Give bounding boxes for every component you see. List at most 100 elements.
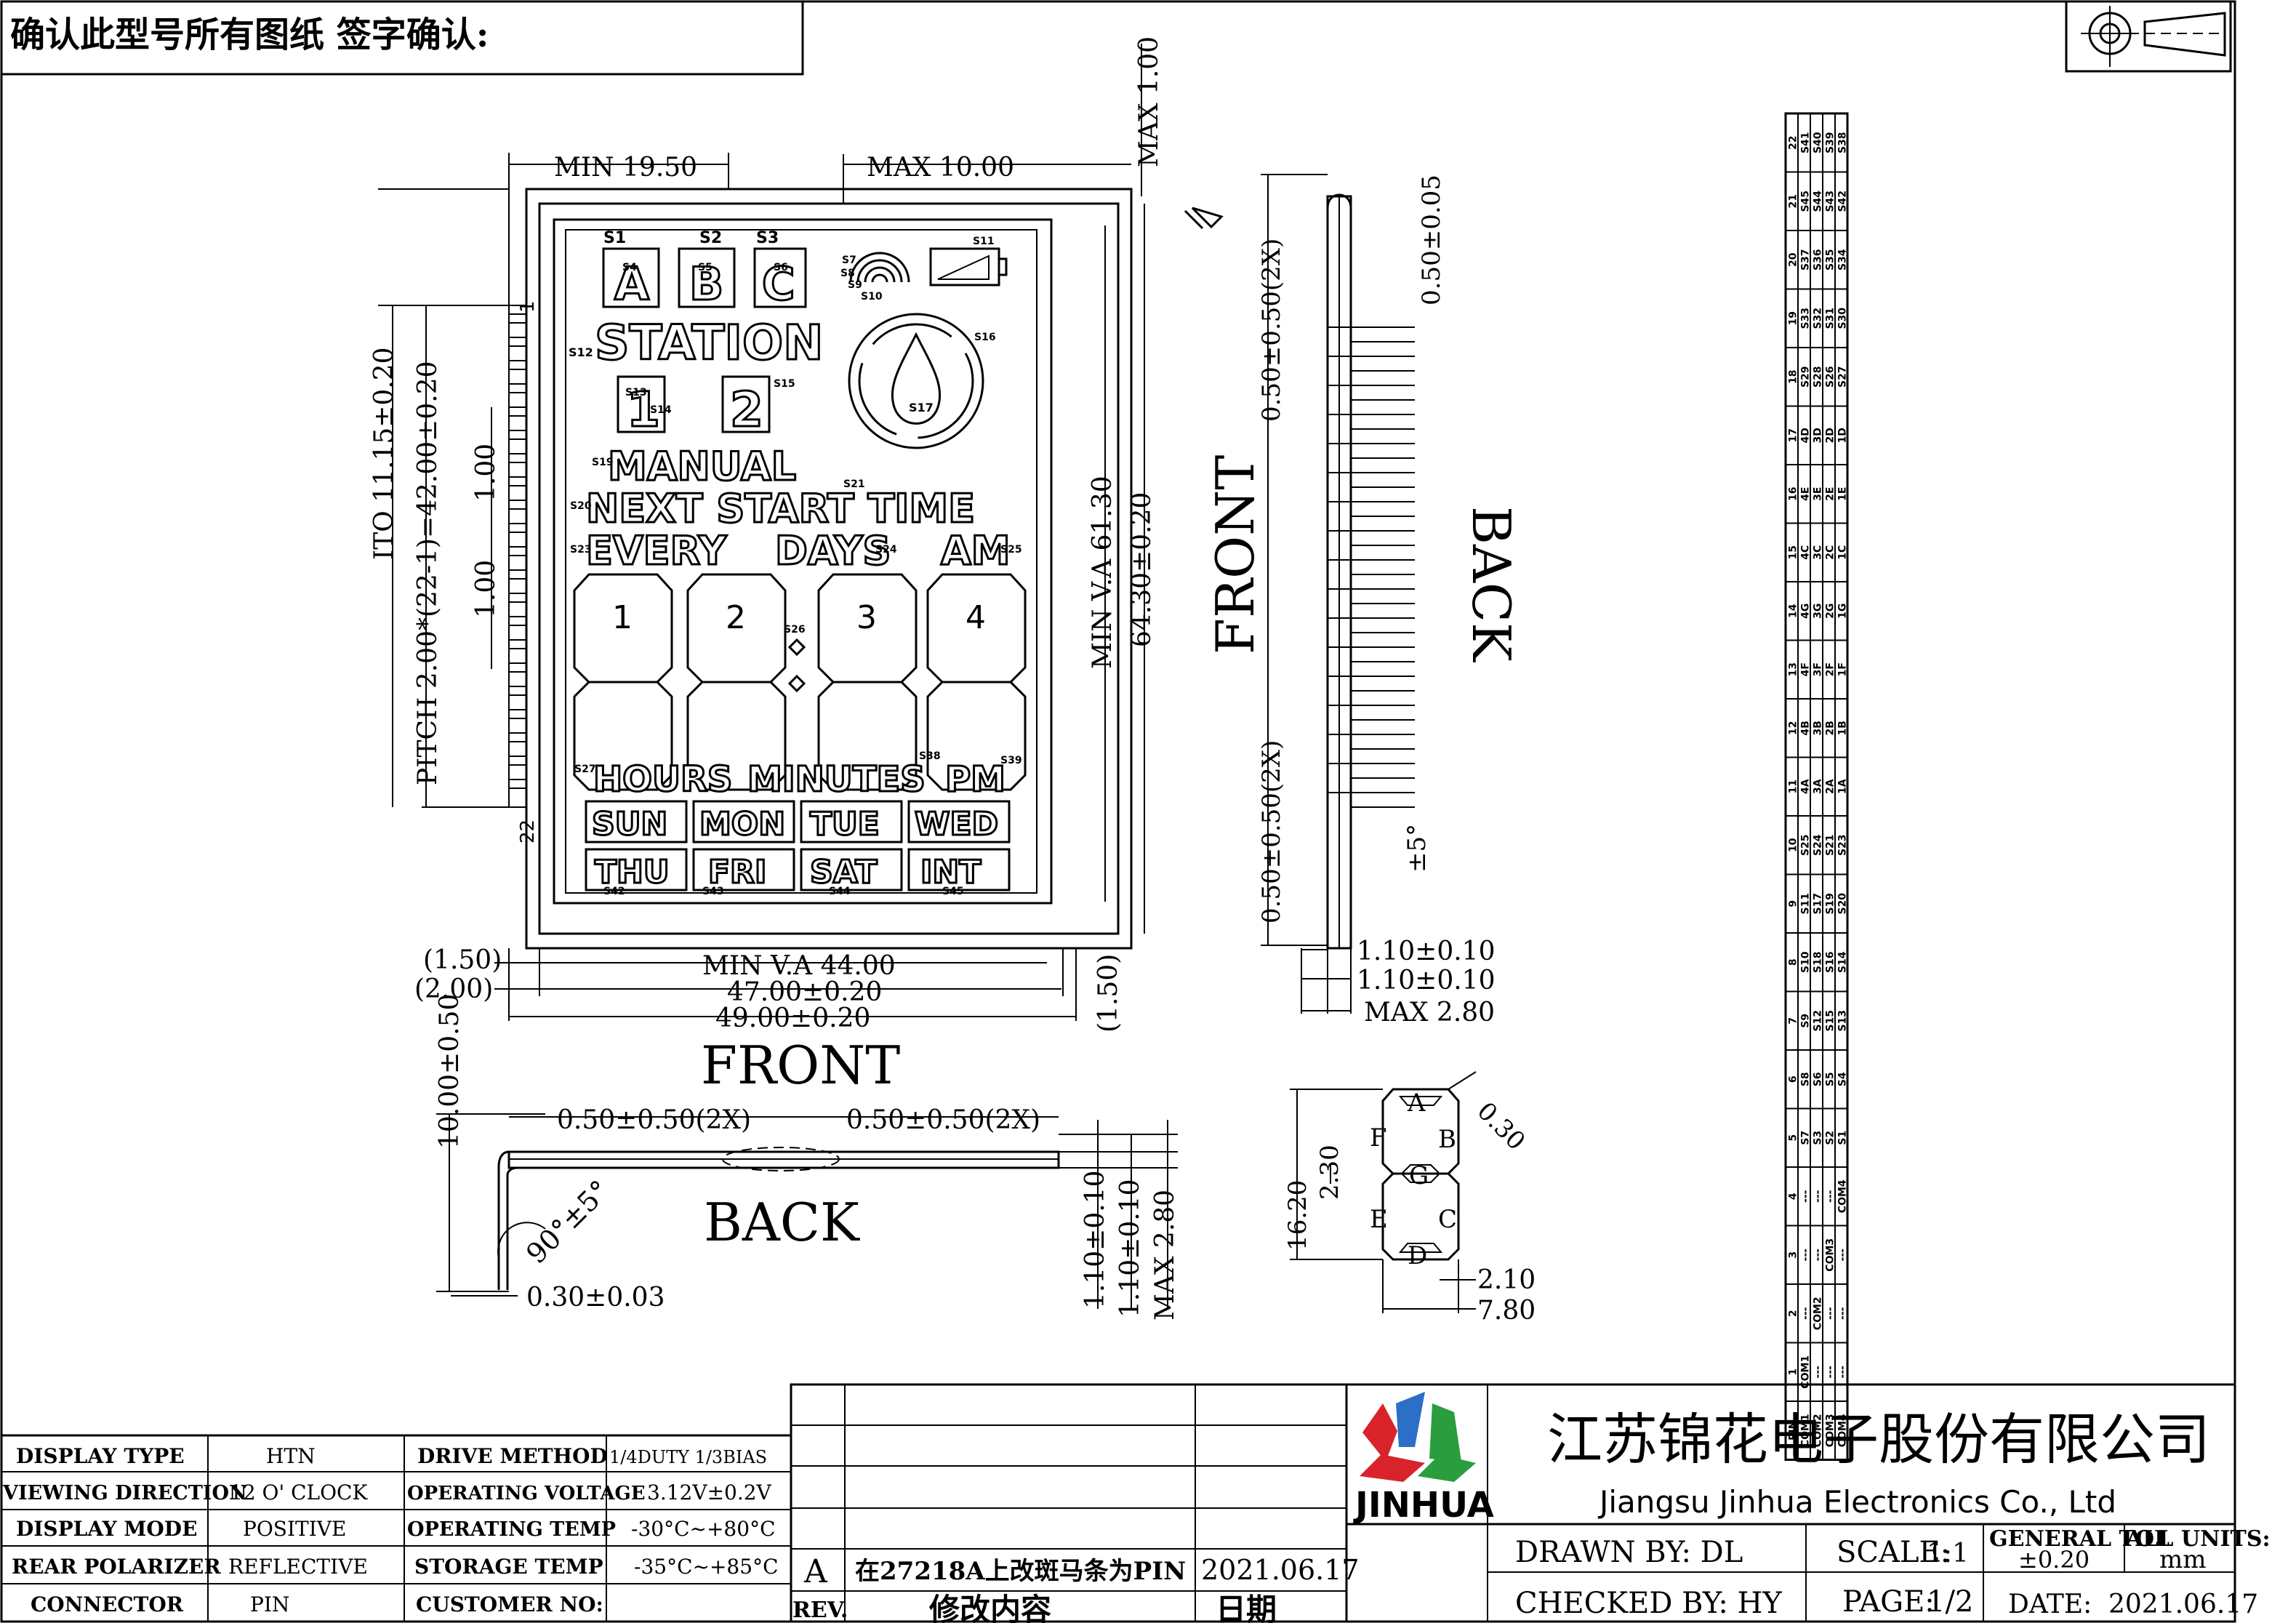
dim-max-10-00: MAX 10.00	[867, 153, 1014, 183]
seg-letter-a: A	[614, 257, 649, 310]
pin-table-header-cell: 14	[1788, 604, 1799, 618]
drawn-by: DRAWN BY: DL	[1515, 1536, 1743, 1569]
seg-s27: S27	[574, 764, 596, 775]
seg-s7: S7	[842, 255, 856, 266]
revision-date-value: 2021.06.17	[1201, 1554, 1360, 1586]
digit-3-label: 3	[856, 599, 877, 636]
pin-table-cell: S2	[1825, 1131, 1837, 1145]
pin-table-cell: ---	[1813, 1366, 1824, 1379]
pin-table-cell: 3A	[1813, 779, 1824, 794]
seg-s19: S19	[592, 457, 614, 468]
digit-seg-c: C	[1438, 1205, 1457, 1234]
seg-tue: TUE	[810, 806, 880, 843]
seg-s16: S16	[974, 332, 996, 343]
seven-seg-digits	[573, 573, 1027, 791]
pin-table-cell: S29	[1800, 366, 1812, 388]
pin-table-cell: 4F	[1800, 662, 1812, 676]
title-date-value: 2021.06.17	[2108, 1590, 2258, 1619]
spec-operating-temp-label: OPERATING TEMP	[407, 1518, 616, 1541]
page-label: PAGE:	[1842, 1585, 1935, 1619]
side-d110a: 1.10±0.10	[1357, 937, 1495, 966]
seg-s2: S2	[699, 229, 722, 247]
seg-s8: S8	[840, 268, 855, 279]
spec-drive-method-value: 1/4DUTY 1/3BIAS	[609, 1447, 767, 1467]
digit-seg-e: E	[1370, 1205, 1388, 1234]
spec-display-type-value: HTN	[266, 1444, 316, 1468]
pin-table-cell: COM2	[1813, 1297, 1824, 1330]
pin-table-cell: 3B	[1813, 721, 1824, 735]
spec-drive-method-label: DRIVE METHOD	[417, 1444, 608, 1468]
pin-table-header-cell: 18	[1788, 370, 1799, 384]
seg-s1: S1	[603, 229, 626, 247]
pin-table-header-cell: 4	[1788, 1193, 1799, 1200]
seg-s11: S11	[973, 236, 995, 247]
pin-table-cell: S15	[1825, 1010, 1837, 1032]
spec-operating-voltage-label: OPERATING VOLTAGE	[407, 1483, 646, 1504]
pin-table-header-cell: 6	[1788, 1075, 1799, 1083]
pin-table-cell: ---	[1825, 1307, 1837, 1320]
logo-text: JINHUA	[1353, 1485, 1494, 1526]
seg-s20: S20	[570, 500, 592, 512]
seg-minutes: MINUTES	[747, 759, 926, 800]
pin-table-cell: COM2	[1813, 1414, 1824, 1447]
side-pins	[1328, 326, 1415, 808]
spec-connector-value: PIN	[250, 1592, 289, 1616]
seg-s24: S24	[875, 544, 897, 556]
digit-d1620: 16.20	[1283, 1180, 1312, 1251]
seg-s12: S12	[569, 345, 593, 359]
pin-table-cell: 1C	[1837, 545, 1849, 560]
pin-table-cell: S27	[1837, 366, 1849, 388]
spec-display-type-label: DISPLAY TYPE	[16, 1444, 185, 1468]
pin-table-header-cell: 9	[1788, 900, 1799, 907]
seg-hours: HOURS	[593, 759, 732, 800]
pin-table-cell: ---	[1813, 1190, 1824, 1203]
pin-table-header-cell: 19	[1788, 311, 1799, 325]
pin-table-cell: ---	[1800, 1249, 1812, 1262]
revision-block: A 在27218A上改斑马条为PIN 2021.06.17 REV. 修改内容 …	[790, 1383, 1360, 1623]
pin-table-cell: S41	[1800, 132, 1812, 153]
pin-table-cell: S12	[1813, 1010, 1824, 1032]
pin-table-cell: COM4	[1837, 1179, 1849, 1213]
digit-detail: A B C D E F G 0.30 16.20 2.30 2.10 7.80	[1283, 1071, 1536, 1326]
seg-s9: S9	[848, 279, 862, 291]
pin-table-cell: S44	[1813, 191, 1824, 212]
pin-table-cell: S28	[1813, 366, 1824, 388]
pin-table-cell: ---	[1825, 1190, 1837, 1203]
dim-one-top: 1.00	[471, 444, 501, 502]
digit-seg-d: D	[1408, 1241, 1427, 1270]
digit-d210: 2.10	[1477, 1265, 1536, 1295]
company-name-cn: 江苏锦花电子股份有限公司	[1547, 1407, 2210, 1472]
pin-table-header-cell: 8	[1788, 958, 1799, 966]
pin-table-header-cell: 15	[1788, 545, 1799, 559]
seg-fri: FRI	[708, 854, 766, 891]
confirm-text: 确认此型号所有图纸 签字确认:	[10, 15, 489, 55]
seg-s45: S45	[942, 886, 964, 897]
seg-s15: S15	[774, 378, 795, 390]
seg-s42: S42	[603, 886, 625, 897]
pin-table-header-cell: 22	[1788, 136, 1799, 150]
pin-table-cell: S7	[1800, 1131, 1812, 1145]
spec-rear-polarizer-value: REFLECTIVE	[228, 1555, 368, 1579]
seg-s43: S43	[702, 886, 724, 897]
dim-height-total: 64.30±0.20	[1127, 492, 1157, 647]
pin-table-cell: 2D	[1825, 428, 1837, 443]
seg-s3: S3	[756, 229, 779, 247]
bottom-angle90: 90°±5°	[520, 1174, 616, 1270]
pin-table-cell: 3G	[1813, 604, 1824, 619]
pin-table-cell: 3D	[1813, 428, 1824, 443]
bottom-d110a: 1.10±0.10	[1080, 1171, 1110, 1309]
pin-table-cell: S9	[1800, 1014, 1812, 1028]
bottom-d110b: 1.10±0.10	[1115, 1179, 1145, 1318]
seg-int: INT	[920, 854, 981, 891]
seg-manual: MANUAL	[608, 444, 796, 489]
seg-thu: THU	[595, 854, 670, 891]
pin-table-cell: COM1	[1800, 1414, 1812, 1447]
dim-right-150: (1.50)	[1093, 954, 1123, 1033]
side-view: FRONT BACK 0.50±0.50(2X) 0.50±0.50(2X) 0…	[1184, 174, 1522, 1027]
pin-table-cell: S11	[1800, 893, 1812, 915]
pin1-label: 1	[517, 300, 539, 313]
pin-table-cell: 1B	[1837, 721, 1849, 735]
pin-table-cell: S31	[1825, 308, 1837, 329]
pin-table-cell: S19	[1825, 893, 1837, 915]
digit-2-label: 2	[726, 599, 746, 636]
